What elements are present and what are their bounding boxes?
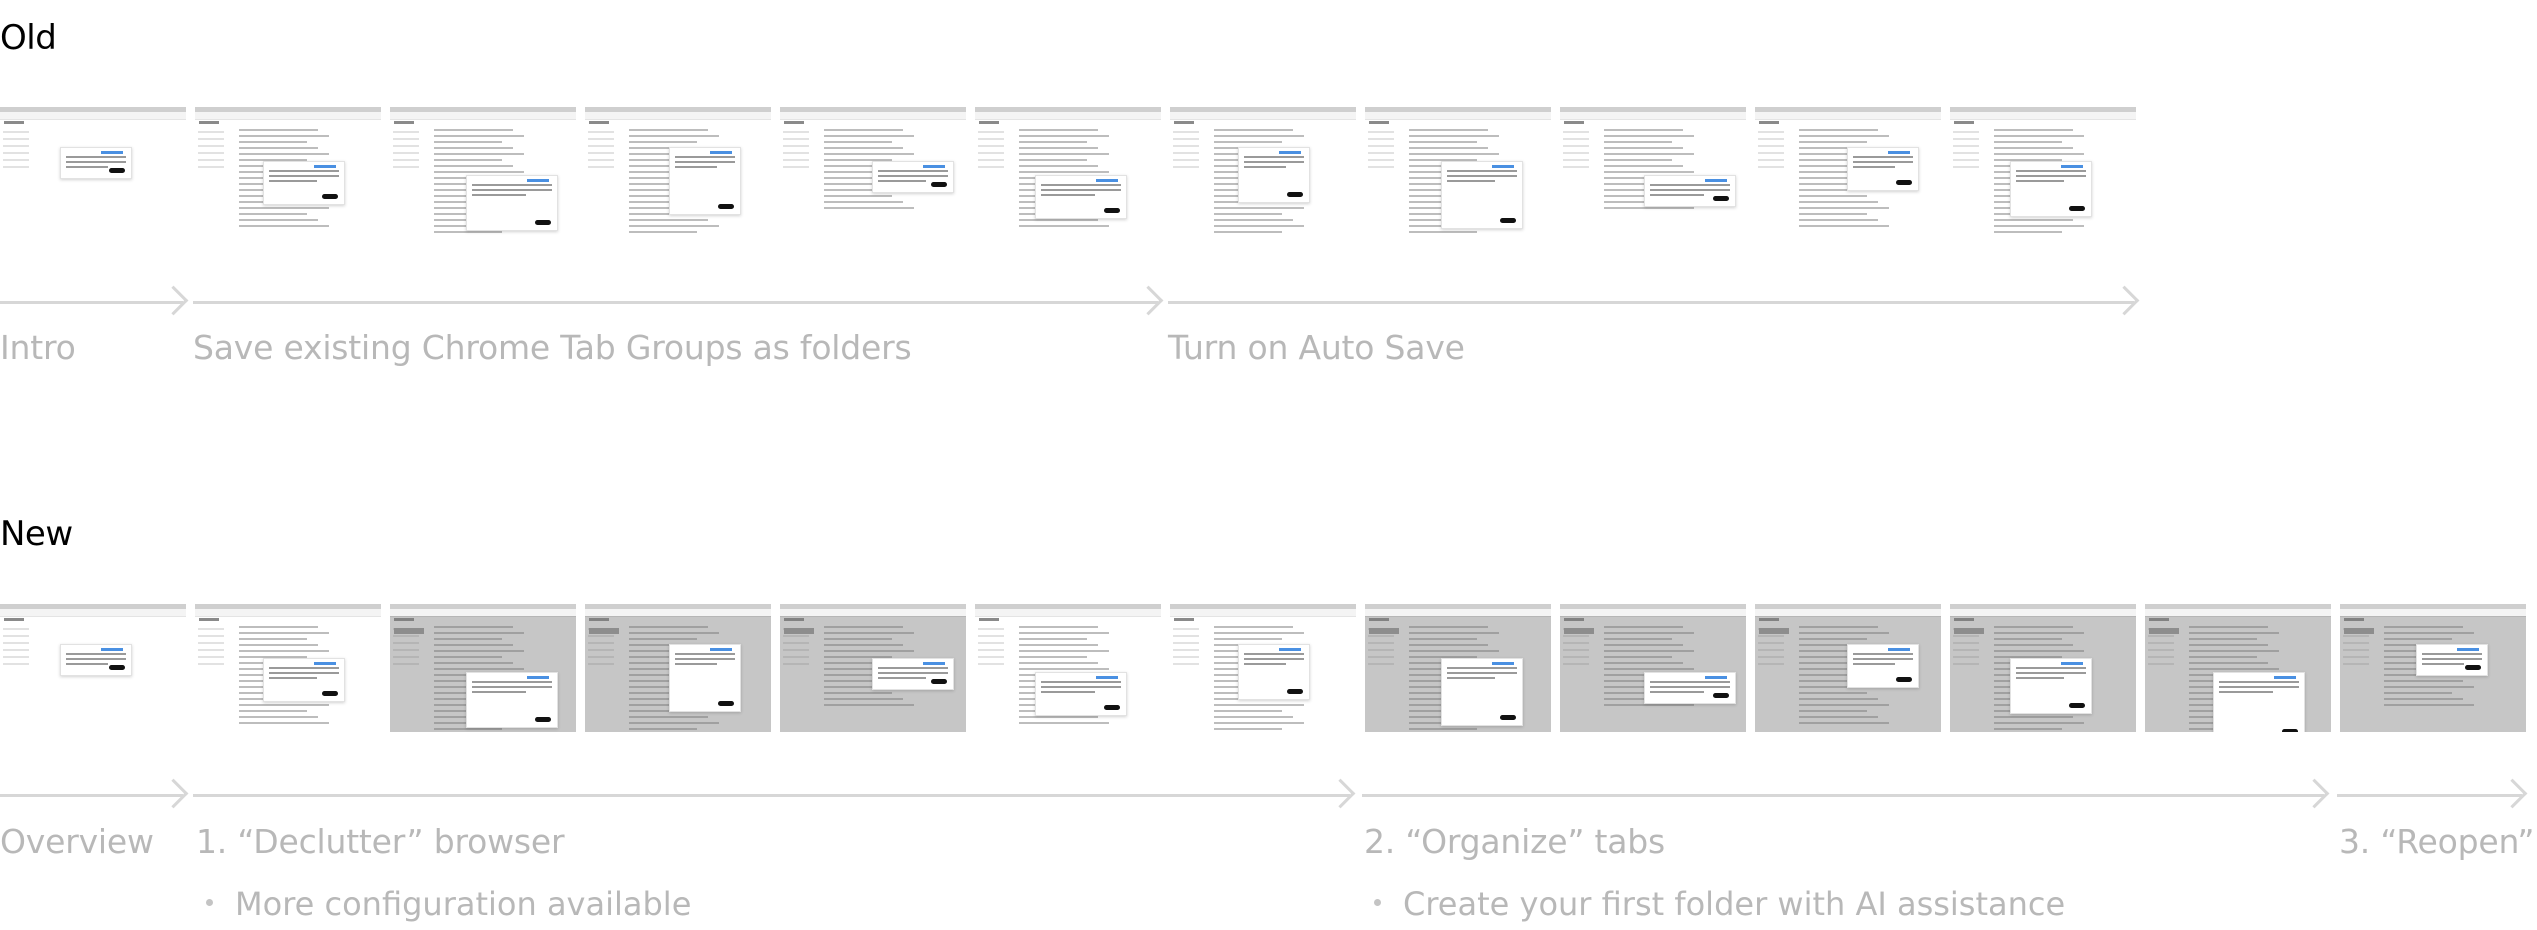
screenshot-thumbnail bbox=[1755, 107, 1941, 235]
new-arrow-organize bbox=[1362, 778, 2330, 810]
screenshot-thumbnail bbox=[1950, 604, 2136, 732]
note-text: More configuration available bbox=[235, 885, 692, 923]
new-note-declutter: More configuration available bbox=[206, 885, 691, 923]
screenshot-thumbnail bbox=[585, 604, 771, 732]
bullet-dot bbox=[1374, 898, 1381, 906]
screenshot-thumbnail bbox=[780, 604, 966, 732]
screenshot-thumbnail bbox=[1950, 107, 2136, 235]
old-arrow-save-groups bbox=[193, 285, 1164, 317]
new-section-overview: Overview bbox=[0, 822, 154, 861]
screenshot-thumbnail bbox=[1560, 604, 1746, 732]
new-section-declutter: 1. “Declutter” browser bbox=[196, 822, 565, 861]
screenshot-thumbnail bbox=[975, 604, 1161, 732]
new-section-reopen: 3. “Reopen” bbox=[2339, 822, 2535, 861]
new-arrow-reopen bbox=[2337, 778, 2528, 810]
new-section-organize: 2. “Organize” tabs bbox=[1364, 822, 1666, 861]
screenshot-thumbnail bbox=[2145, 604, 2331, 732]
screenshot-thumbnail bbox=[195, 604, 381, 732]
screenshot-thumbnail bbox=[1755, 604, 1941, 732]
screenshot-thumbnail bbox=[2340, 604, 2526, 732]
bullet-dot bbox=[206, 898, 213, 906]
old-section-save-groups: Save existing Chrome Tab Groups as folde… bbox=[193, 328, 912, 367]
note-text: Create your first folder with AI assista… bbox=[1403, 885, 2066, 923]
new-arrow-declutter bbox=[193, 778, 1356, 810]
screenshot-thumbnail bbox=[1170, 604, 1356, 732]
screenshot-thumbnail bbox=[1170, 107, 1356, 235]
old-heading: Old bbox=[0, 18, 57, 58]
old-arrow-auto-save bbox=[1168, 285, 2140, 317]
screenshot-thumbnail bbox=[390, 604, 576, 732]
screenshot-thumbnail bbox=[390, 107, 576, 235]
screenshot-thumbnail bbox=[780, 107, 966, 235]
screenshot-thumbnail bbox=[585, 107, 771, 235]
screenshot-thumbnail bbox=[195, 107, 381, 235]
screenshot-thumbnail bbox=[0, 107, 186, 235]
screenshot-thumbnail bbox=[0, 604, 186, 732]
old-section-auto-save: Turn on Auto Save bbox=[1168, 328, 1465, 367]
old-arrow-intro bbox=[0, 285, 189, 317]
screenshot-thumbnail bbox=[975, 107, 1161, 235]
screenshot-thumbnail bbox=[1365, 604, 1551, 732]
screenshot-thumbnail bbox=[1560, 107, 1746, 235]
new-heading: New bbox=[0, 514, 73, 554]
screenshot-thumbnail bbox=[1365, 107, 1551, 235]
new-note-organize: Create your first folder with AI assista… bbox=[1374, 885, 2065, 923]
old-section-intro: Intro bbox=[0, 328, 76, 367]
new-arrow-overview bbox=[0, 778, 189, 810]
